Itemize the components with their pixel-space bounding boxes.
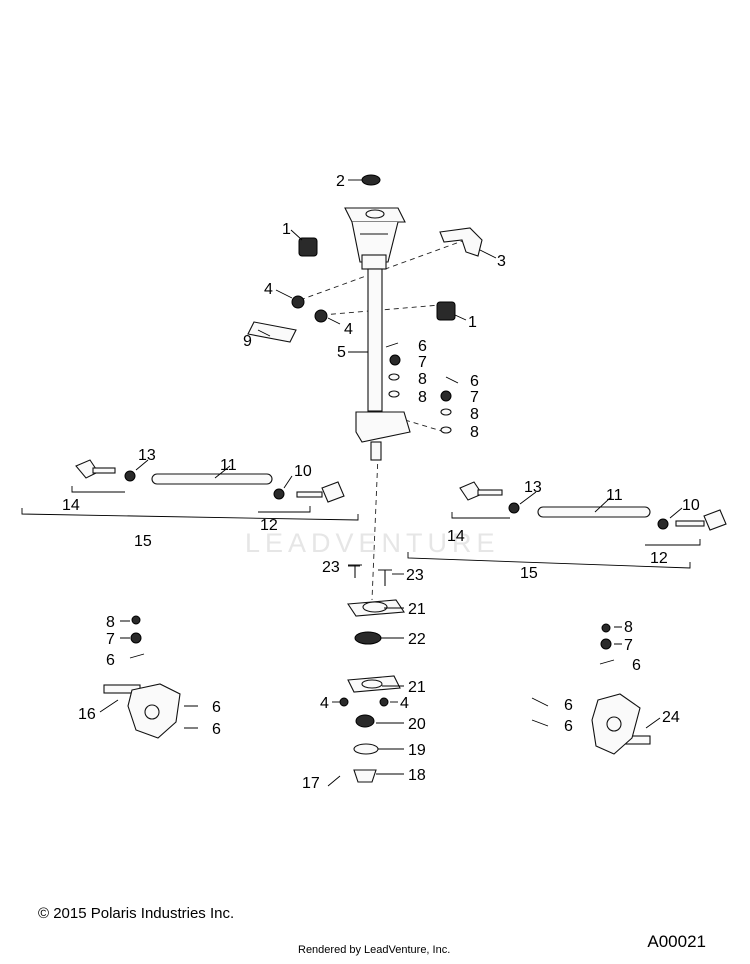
bracket-part — [439, 227, 483, 257]
callout-6: 6 — [212, 721, 221, 738]
callout-10: 10 — [682, 497, 700, 514]
hardware-stack-upper — [385, 342, 459, 434]
group-bracket-14-left — [71, 486, 125, 493]
callout-7: 7 — [418, 354, 427, 371]
group-bracket-15-right — [407, 552, 691, 569]
callout-6: 6 — [418, 338, 427, 355]
callout-7: 7 — [470, 389, 479, 406]
callout-11: 11 — [220, 457, 237, 474]
alignment-line-bracket-lower — [321, 304, 441, 316]
callout-21: 21 — [408, 601, 426, 618]
callout-12: 12 — [260, 517, 278, 534]
callout-8: 8 — [470, 406, 479, 423]
group-bracket-12-left — [258, 506, 311, 513]
callout-20: 20 — [408, 716, 426, 733]
callout-10: 10 — [294, 463, 312, 480]
leader-lines — [99, 179, 683, 775]
bushing-part-left — [298, 237, 318, 257]
callout-6: 6 — [564, 718, 573, 735]
group-bracket-14-right — [451, 512, 510, 519]
callout-8: 8 — [624, 619, 633, 636]
nut-part — [314, 309, 328, 323]
copyright-text: © 2015 Polaris Industries Inc. — [38, 905, 235, 922]
callout-2: 2 — [336, 173, 345, 190]
steering-column — [344, 207, 411, 461]
callout-3: 3 — [497, 253, 506, 270]
callout-17: 17 — [302, 775, 320, 792]
group-bracket-15-left — [21, 508, 359, 521]
callout-9: 9 — [243, 333, 252, 350]
callout-12: 12 — [650, 550, 668, 567]
callout-8: 8 — [418, 389, 427, 406]
callout-11: 11 — [606, 487, 623, 504]
callout-1: 1 — [282, 221, 291, 238]
callout-8: 8 — [106, 614, 115, 631]
callout-19: 19 — [408, 742, 426, 759]
callout-15: 15 — [520, 565, 538, 582]
steering-knuckle-right — [531, 623, 651, 755]
rendered-by-text: Rendered by LeadVenture, Inc. — [298, 944, 451, 956]
cap-part — [361, 174, 381, 186]
callout-21: 21 — [408, 679, 426, 696]
callout-6: 6 — [470, 373, 479, 390]
group-bracket-12-right — [645, 539, 701, 546]
callout-13: 13 — [524, 479, 542, 496]
callout-24: 24 — [662, 709, 680, 726]
callout-4: 4 — [320, 695, 329, 712]
callout-6: 6 — [632, 657, 641, 674]
callout-23: 23 — [322, 559, 340, 576]
tie-rod-left — [75, 459, 345, 503]
callout-1: 1 — [468, 314, 477, 331]
callout-4: 4 — [264, 281, 273, 298]
steering-knuckle-left — [103, 615, 198, 739]
callout-6: 6 — [212, 699, 221, 716]
alignment-line-right-arm — [404, 419, 446, 433]
callout-7: 7 — [106, 631, 115, 648]
callout-4: 4 — [400, 695, 409, 712]
callout-6: 6 — [564, 697, 573, 714]
callout-18: 18 — [408, 767, 426, 784]
plate-part — [247, 321, 297, 343]
bushing-part-right — [436, 301, 456, 321]
callout-5: 5 — [337, 344, 346, 361]
tie-rod-right — [459, 481, 727, 531]
callout-22: 22 — [408, 631, 426, 648]
callout-16: 16 — [78, 706, 96, 723]
callout-8: 8 — [470, 424, 479, 441]
callout-7: 7 — [624, 637, 633, 654]
callout-6: 6 — [106, 652, 115, 669]
callout-8: 8 — [418, 371, 427, 388]
diagram-id: A00021 — [647, 932, 706, 951]
callout-15: 15 — [134, 533, 152, 550]
alignment-line-bracket — [299, 239, 466, 301]
lower-column-hardware — [327, 564, 405, 787]
callout-23: 23 — [406, 567, 424, 584]
alignment-line-column — [371, 454, 379, 601]
callout-4: 4 — [344, 321, 353, 338]
callout-labels: 2 1 3 4 4 1 9 5 6 7 8 8 6 7 8 8 13 11 10… — [62, 173, 700, 792]
callout-13: 13 — [138, 447, 156, 464]
callout-14: 14 — [447, 528, 465, 545]
callout-14: 14 — [62, 497, 80, 514]
nut-part — [291, 295, 305, 309]
watermark-text: LEADVENTURE — [245, 528, 500, 558]
